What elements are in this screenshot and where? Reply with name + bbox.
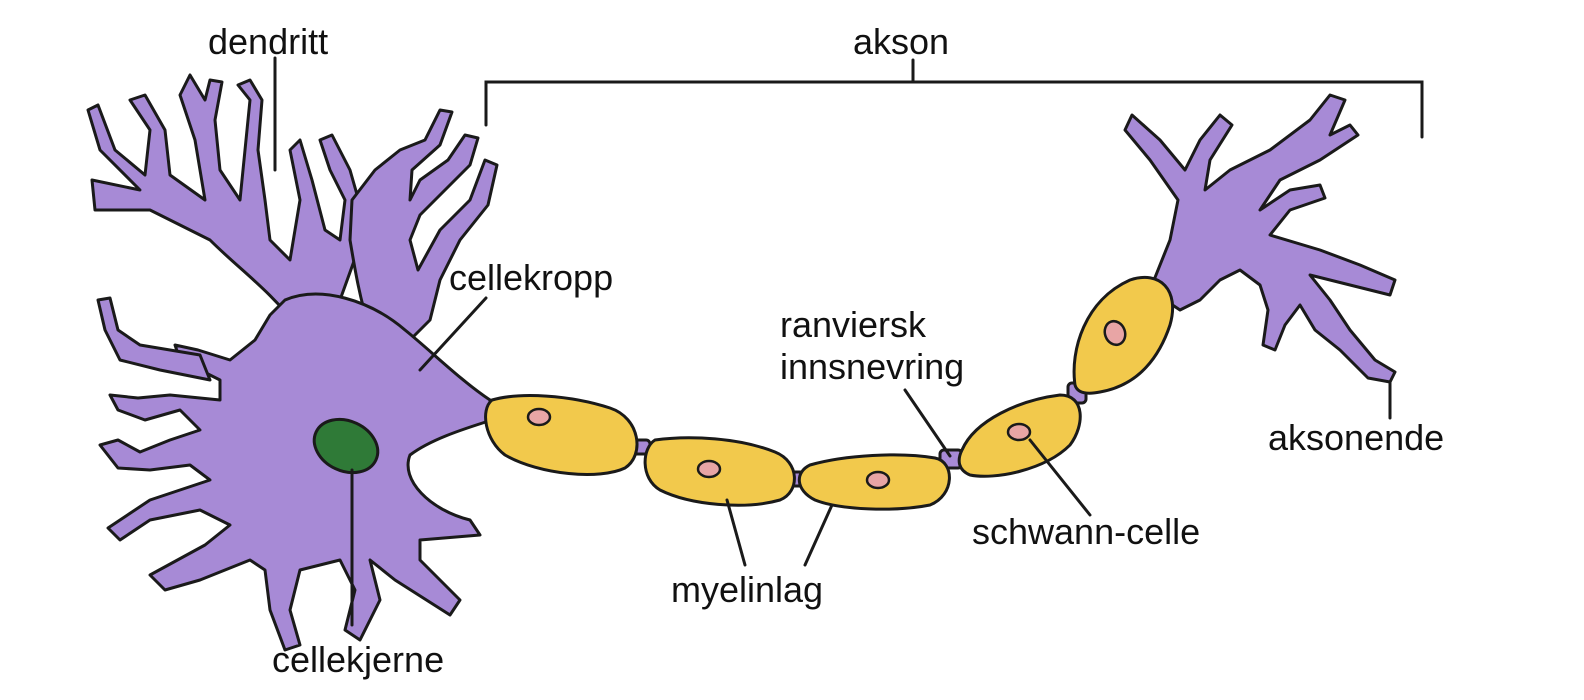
schwann-nucleus-1 bbox=[526, 407, 552, 427]
schwann-nucleus-2 bbox=[696, 459, 722, 479]
label-schwann-cell: schwann-celle bbox=[972, 511, 1201, 552]
label-dendrite: dendritt bbox=[208, 21, 329, 62]
cell-body-leader bbox=[418, 296, 488, 372]
schwann-leader bbox=[1028, 438, 1092, 517]
schwann-nucleus-4 bbox=[1006, 422, 1032, 442]
myelin-leader-right bbox=[803, 503, 834, 567]
label-myelin: myelinlag bbox=[671, 569, 824, 610]
schwann-nucleus-3 bbox=[865, 470, 891, 490]
neuron-body-group bbox=[86, 73, 1397, 652]
myelin-segment-1 bbox=[484, 394, 639, 476]
label-axon-terminal: aksonende bbox=[1268, 417, 1445, 458]
schwann-nuclei-group bbox=[526, 319, 1127, 490]
cell-nucleus bbox=[312, 417, 380, 475]
label-node-of-ranvier-line1: ranviersk bbox=[780, 304, 927, 345]
dendrite-left bbox=[96, 296, 212, 382]
axon-bracket bbox=[484, 58, 1424, 139]
label-cell-body: cellekropp bbox=[449, 257, 614, 298]
axon-terminal-tree bbox=[1123, 93, 1397, 384]
dendrite-upper-left bbox=[86, 73, 362, 332]
dendrite-upper-right bbox=[348, 108, 499, 342]
node-leader bbox=[903, 388, 952, 458]
schwann-nucleus-5 bbox=[1103, 319, 1127, 347]
cell-body bbox=[98, 292, 494, 652]
label-node-of-ranvier-line2: innsnevring bbox=[780, 346, 965, 387]
label-cell-nucleus: cellekjerne bbox=[272, 639, 445, 680]
label-axon: akson bbox=[853, 21, 950, 62]
leader-lines bbox=[273, 56, 1424, 627]
myelin-leader-left bbox=[725, 498, 747, 567]
